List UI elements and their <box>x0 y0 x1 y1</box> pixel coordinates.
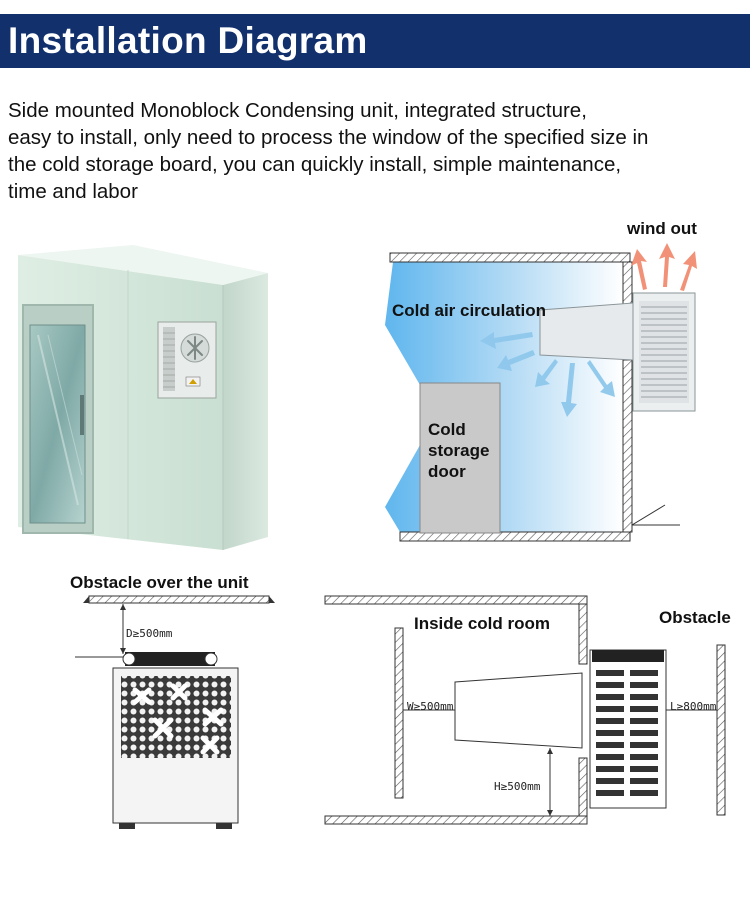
door-label-line: storage <box>428 441 490 460</box>
top-view-diagram <box>324 595 726 825</box>
page-title: Installation Diagram <box>8 20 368 61</box>
cold-air-circulation-label: Cold air circulation <box>392 301 546 320</box>
cold-room-photo <box>18 245 268 550</box>
l-clearance-label: L≥800mm <box>670 700 717 713</box>
wind-out-label: wind out <box>627 219 697 238</box>
obstacle-over-unit-label: Obstacle over the unit <box>70 573 249 592</box>
door-label-line: Cold <box>428 420 466 439</box>
h-clearance-label: H≥500mm <box>494 780 541 793</box>
description-line: Side mounted Monoblock Condensing unit, … <box>8 99 587 122</box>
description-line: easy to install, only need to process th… <box>8 126 649 149</box>
cold-room-section-diagram <box>385 243 697 542</box>
door-label-line: door <box>428 462 466 481</box>
description: Side mounted Monoblock Condensing unit, … <box>8 97 748 205</box>
inside-cold-room-label: Inside cold room <box>414 614 551 633</box>
description-line: time and labor <box>8 180 138 203</box>
description-line: the cold storage board, you can quickly … <box>8 153 622 176</box>
d-clearance-label: D≥500mm <box>126 627 173 640</box>
header-banner: Installation Diagram <box>0 14 750 68</box>
w-clearance-label: W≥500mm <box>407 700 454 713</box>
front-view-diagram <box>75 595 275 829</box>
obstacle-label: Obstacle <box>659 608 731 627</box>
